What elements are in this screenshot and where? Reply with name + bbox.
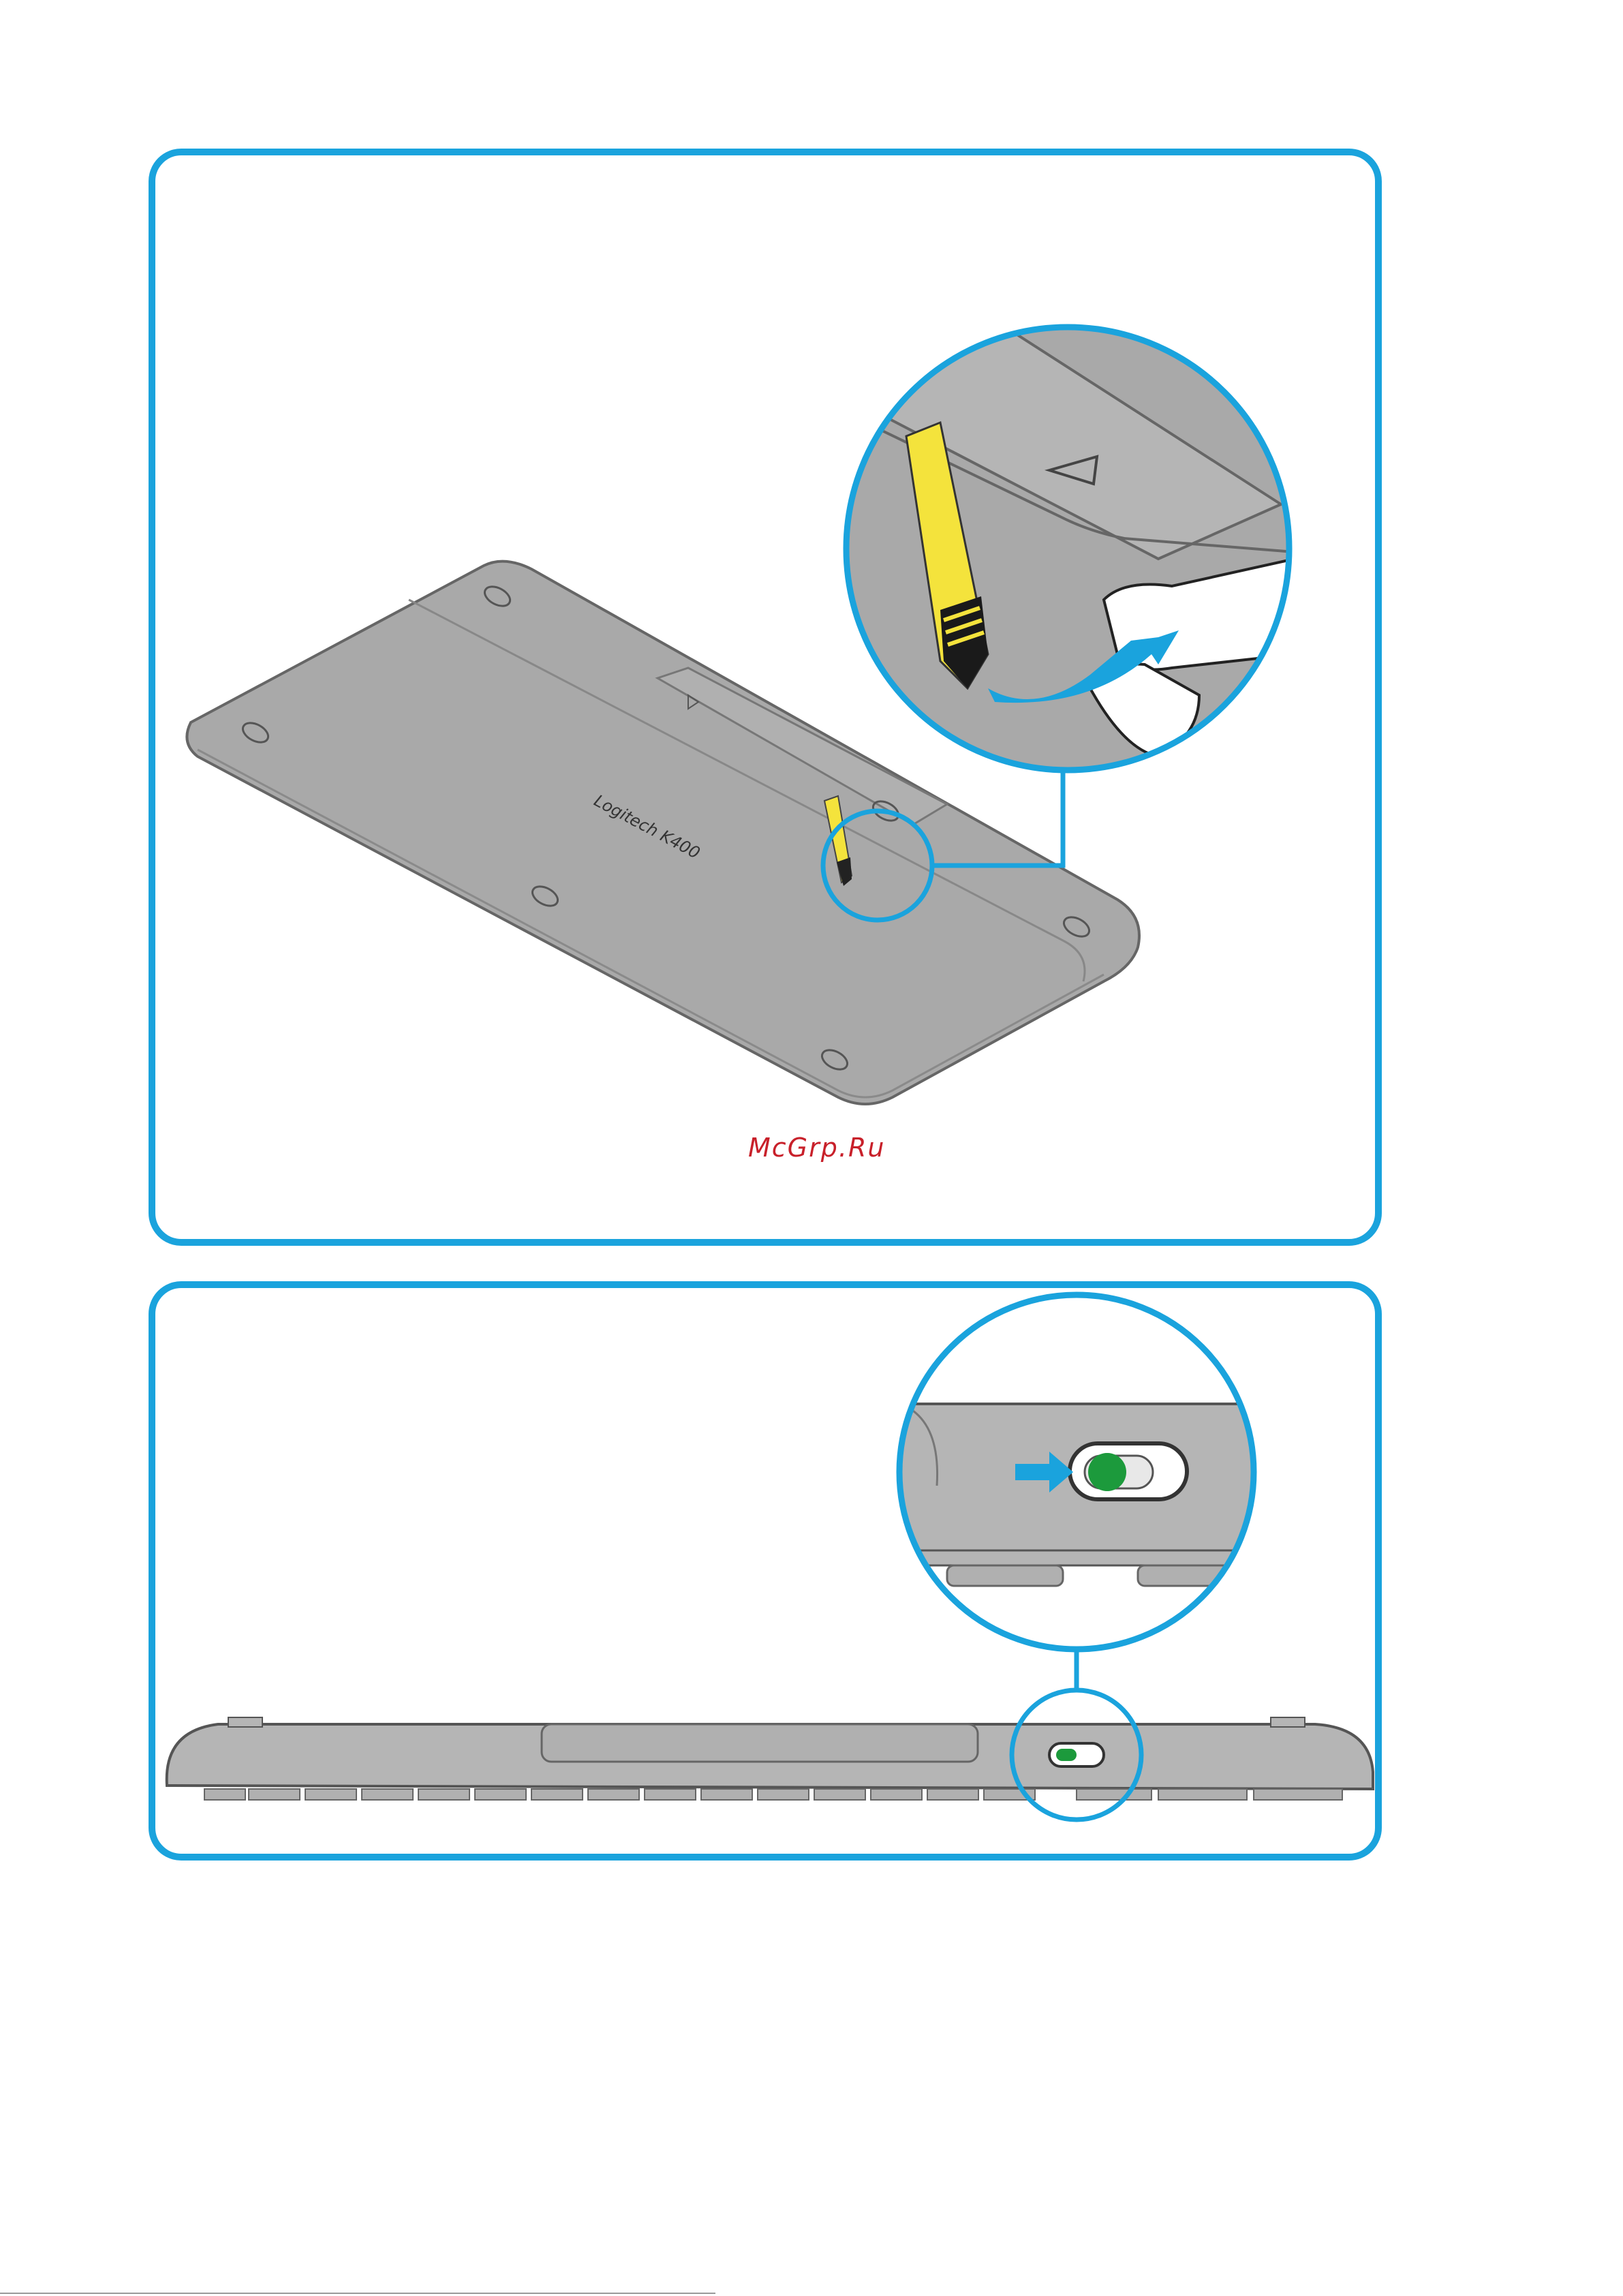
keyboard-edge bbox=[167, 1717, 1373, 1800]
footer-rule bbox=[0, 2293, 715, 2294]
zoom-detail-power-switch bbox=[886, 1295, 1267, 1649]
